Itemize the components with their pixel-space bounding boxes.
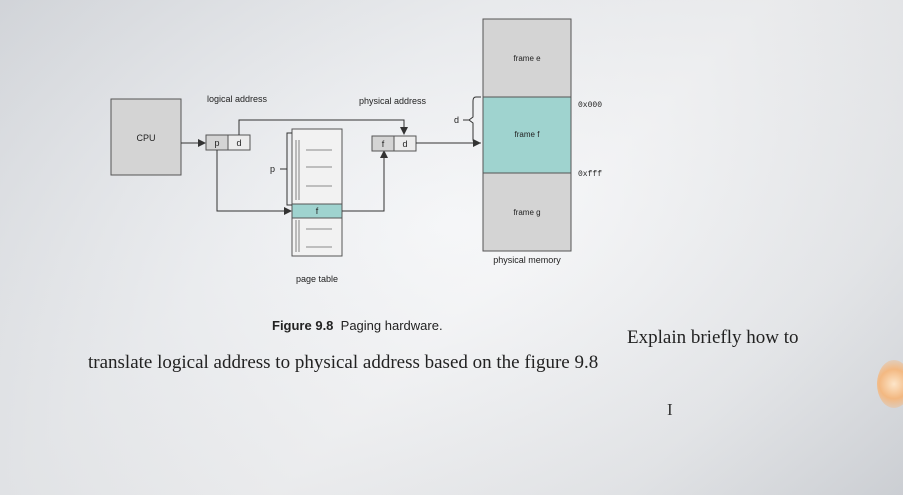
figure-title: Paging hardware. <box>340 318 443 333</box>
page-table-left-ticks <box>295 140 300 252</box>
light-glare <box>877 360 903 408</box>
frame-f-label: frame f <box>515 130 541 139</box>
question-line-2: translate logical address to physical ad… <box>88 352 599 373</box>
logical-p-text: p <box>214 138 219 148</box>
memory-frame-g <box>482 172 572 252</box>
memory-frame-f <box>482 96 572 174</box>
figure-number: Figure 9.8 <box>272 318 334 333</box>
frame-number-path <box>342 150 388 212</box>
logical-address-label: logical address <box>207 94 268 104</box>
logical-d-text: d <box>236 138 241 148</box>
question-line-1: Explain briefly how to <box>627 327 799 348</box>
p-bracket <box>286 132 292 206</box>
page-table-rows <box>306 149 332 248</box>
frame-e-label: frame e <box>513 54 541 63</box>
physical-memory-label: physical memory <box>493 255 561 265</box>
figure-caption: Figure 9.8 Paging hardware. <box>272 318 443 333</box>
frame-g-label: frame g <box>513 208 540 217</box>
physical-f-text: f <box>382 139 385 149</box>
cpu-box <box>110 98 182 176</box>
page-table-entry-text: f <box>316 206 319 216</box>
address-end-label: 0xfff <box>578 170 602 179</box>
p-bracket-label: p <box>270 164 275 174</box>
page-table <box>291 128 343 257</box>
d-brace <box>468 96 481 144</box>
cpu-label: CPU <box>136 133 155 143</box>
address-start-label: 0x000 <box>578 101 602 110</box>
p-index-path <box>216 150 292 215</box>
physical-address-label: physical address <box>359 96 427 106</box>
physical-d-text: d <box>402 139 407 149</box>
memory-frame-e <box>482 18 572 98</box>
text-cursor-icon: I <box>667 400 673 419</box>
d-brace-label: d <box>454 115 459 125</box>
page-table-label: page table <box>296 274 338 284</box>
d-offset-path <box>238 119 408 135</box>
